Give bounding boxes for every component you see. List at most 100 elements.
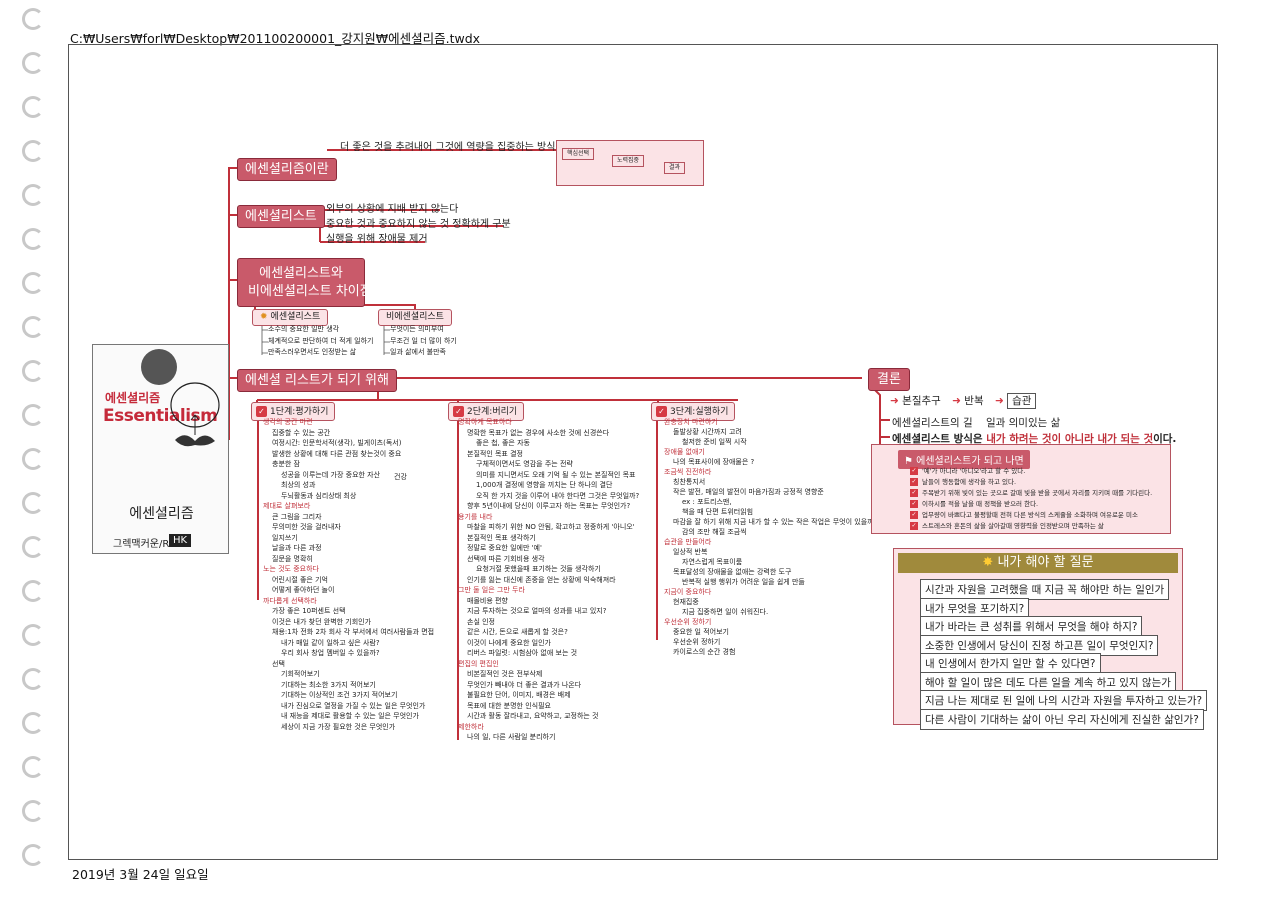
stage1-item: 선택 xyxy=(272,659,285,668)
stage2-item: 리버스 파일럿: 시험삼아 없애 보는 것 xyxy=(467,649,578,657)
stage3-item: 습관을 만들어라 xyxy=(664,538,712,546)
stage2-item: 그만 둘 일은 그만 두라 xyxy=(458,586,525,594)
path-text: 일과 의미있는 삶 xyxy=(985,417,1061,429)
checkbox-icon: ✓ xyxy=(910,511,918,519)
result-text: 업무량이 바쁘다고 불평할때 전혀 다른 방식의 스케쥴을 소화하며 여유로운 … xyxy=(922,511,1138,519)
stage3-item: 책을 때 단편 트위터읽힘 xyxy=(682,508,754,516)
stage2-item: 용기를 내라 xyxy=(458,512,493,521)
stage1-item: 일지쓰기 xyxy=(272,533,298,542)
binder-ring xyxy=(22,96,44,118)
result-item: ✓ '예'가 아니라 '아니오'라고 할 수 있다. xyxy=(910,465,1025,475)
binder-ring xyxy=(22,184,44,206)
stage1-item: 세상이 지금 가장 필요한 것은 무엇인가 xyxy=(281,722,396,731)
stage2-item: 정말로 중요한 일에만 '예' xyxy=(467,544,542,552)
stage1-item: 어린시절 좋은 기억 xyxy=(272,575,328,584)
result-header: ⚑ 에센셜리스트가 되고 나면 xyxy=(898,450,1030,469)
conclusion-method: 에센셜리스트 방식은 내가 하려는 것이 아니라 내가 되는 것이다. xyxy=(892,431,1176,446)
checkbox-icon: ✓ xyxy=(910,467,918,475)
binder-ring xyxy=(22,316,44,338)
stage2-label: 2단계:버리기 xyxy=(467,407,518,417)
binder-ring xyxy=(22,536,44,558)
stage3-item: 목표달성의 장애물을 없애는 강력한 도구 xyxy=(673,568,792,576)
difference-label-line2: 비에센셜리스트 차이점 xyxy=(248,283,372,299)
file-path: C:₩Users₩forl₩Desktop₩201100200001_강지원₩에… xyxy=(70,31,481,46)
stage2-item: 손실 인정 xyxy=(467,617,495,626)
method-suffix: 이다. xyxy=(1153,433,1177,445)
stage3-item: 자연스럽게 목표이룸 xyxy=(682,558,743,566)
branch-conclusion[interactable]: 결론 xyxy=(868,368,910,391)
stage3-item: 나의 목표사이에 장애물은 ? xyxy=(673,458,755,466)
stage1-item: 충분한 잠 xyxy=(272,460,300,468)
stage1-item: 날을과 다른 과정 xyxy=(272,544,322,552)
binder-ring xyxy=(22,8,44,30)
flow-essence: 본질추구 xyxy=(902,395,941,407)
path-label: 에센셜리스트의 길 xyxy=(892,417,973,429)
binder-ring xyxy=(22,360,44,382)
difference-essential-item: 소수의 중요한 일만 생각 xyxy=(268,325,340,333)
stage2-item: 매몰비용 편향 xyxy=(467,596,508,605)
branch-become[interactable]: 에센셜 리스트가 되기 위해 xyxy=(237,369,397,392)
conclusion-flow: ➜ 본질추구 ➜ 반복 ➜ 습관 xyxy=(890,393,1037,409)
branch-difference[interactable]: 에센셜리스트와 비에센셜리스트 차이점 xyxy=(237,258,372,308)
stage3-item: 지금이 중요하다 xyxy=(664,588,712,596)
question-header-label: 내가 해야 할 질문 xyxy=(997,555,1094,570)
stage1-item: 무의미한 것을 걸러내자 xyxy=(272,523,341,531)
stage2-item: 본질적인 목표 결정 xyxy=(467,449,523,458)
method-prefix: 에센셜리스트 방식은 xyxy=(892,433,987,445)
stage3-item: 우선순위 정하기 xyxy=(673,638,721,646)
stage1-header[interactable]: ✓1단계:평가하기 xyxy=(251,402,336,421)
essentialist-item: 외부의 상황에 지배 받지 않는다 xyxy=(326,204,459,215)
stage1-item: 제대로 살펴보라 xyxy=(263,502,311,510)
stage1-item: 이것은 내가 찾던 완벽한 기회인가 xyxy=(272,617,372,626)
stage1-item: 기회적어보기 xyxy=(281,670,320,678)
stage2-item: 마찰을 피하기 위한 NO 안됨, 확고하고 정중하게 '아니오' xyxy=(467,523,635,531)
stage3-item: 칭찬통지서 xyxy=(673,478,706,486)
difference-essential-label: 에센셜리스트 xyxy=(270,312,321,322)
stage1-item: 어떻게 좋아하던 놀이 xyxy=(272,586,335,594)
difference-essential-item: 만족스러우면서도 인정받는 삶 xyxy=(268,348,357,356)
result-text: 날들이 행동함에 생각을 하고 있다. xyxy=(922,478,1017,486)
stage2-item: 선택에 따른 기회비용 생각 xyxy=(467,554,545,563)
check-icon: ✓ xyxy=(453,406,464,417)
book-title-ko: 에센셜리즘 xyxy=(105,391,161,405)
question-item: 내가 무엇을 포기하지? xyxy=(920,597,1030,619)
stage3-header[interactable]: ✓3단계:실행하기 xyxy=(651,402,736,421)
stage3-item: 감의 조만 해질 조금씩 xyxy=(682,528,747,536)
binder-ring xyxy=(22,844,44,866)
stage1-item: 발생한 상황에 대해 다른 관점 찾는것이 중요 xyxy=(272,449,402,458)
stage3-item: 돌발상황 시간까지 고려 xyxy=(673,428,742,436)
stage3-item: ex : 포트리스맨, xyxy=(682,498,732,506)
result-item: ✓ 이하시를 적을 날을 때 정책을 받으러 한다. xyxy=(910,498,1038,508)
page-frame xyxy=(68,44,1218,860)
branch-definition[interactable]: 에센셜리즘이란 xyxy=(237,158,337,181)
question-item: 내가 바라는 큰 성취를 위해서 무엇을 해야 하지? xyxy=(920,616,1143,637)
stage3-item: 카이로스의 순간 경험 xyxy=(673,648,736,656)
definition-text: 더 좋은 것을 추려내어 그것에 역량을 집중하는 방식 xyxy=(340,142,556,153)
stage2-item: 이것이 나에게 중요한 일인가 xyxy=(467,638,551,647)
binder-ring xyxy=(22,712,44,734)
stage1-item: 집중할 수 있는 공간 xyxy=(272,428,331,437)
stage3-item: 현재집중 xyxy=(673,598,699,606)
stage1-item: 기대하는 최소한 3가지 적어보기 xyxy=(281,680,376,689)
branch-essentialist[interactable]: 에센셜리스트 xyxy=(237,205,325,228)
stage2-item: 무엇인가 빼내야 더 좋은 결과가 나온다 xyxy=(467,680,582,689)
stage3-item: 중요한 일 적어보기 xyxy=(673,628,729,636)
stage1-item: 생각의 공간 마련 xyxy=(263,418,313,426)
result-text: '예'가 아니라 '아니오'라고 할 수 있다. xyxy=(922,467,1026,475)
stage3-label: 3단계:실행하기 xyxy=(670,407,729,417)
book-badge xyxy=(141,349,177,385)
book-publisher-mark: HK xyxy=(169,534,192,547)
stage2-item: 오직 한 가지 것을 이루어 내야 한다면 그것은 무엇일까? xyxy=(476,491,640,500)
stage3-item: 지금 집중하면 일이 쉬워진다. xyxy=(682,608,769,616)
stage2-header[interactable]: ✓2단계:버리기 xyxy=(448,402,525,421)
result-item: ✓스트레스와 혼돈의 삶을 살아갈때 영향력을 인정받으며 만족하는 삶 xyxy=(910,520,1104,530)
stage2-item: 의미를 지니면서도 오래 기억 될 수 있는 본질적인 목표 xyxy=(476,470,636,479)
stage1-item: 질문을 명확히 xyxy=(272,554,313,563)
question-item: 다른 사람이 기대하는 삶이 아닌 우리 자신에게 진실한 삶인가? xyxy=(920,708,1204,730)
result-text: 이하시를 적을 날을 때 정책을 받으러 한다. xyxy=(922,500,1039,508)
arrow-right-icon: ➜ xyxy=(952,395,961,407)
flow-repeat: 반복 xyxy=(964,395,984,407)
book-scribble-illustration xyxy=(170,382,220,447)
checkbox-icon: ✓ xyxy=(910,500,918,508)
flow-step-core-selection: 핵심선택 xyxy=(562,148,595,160)
